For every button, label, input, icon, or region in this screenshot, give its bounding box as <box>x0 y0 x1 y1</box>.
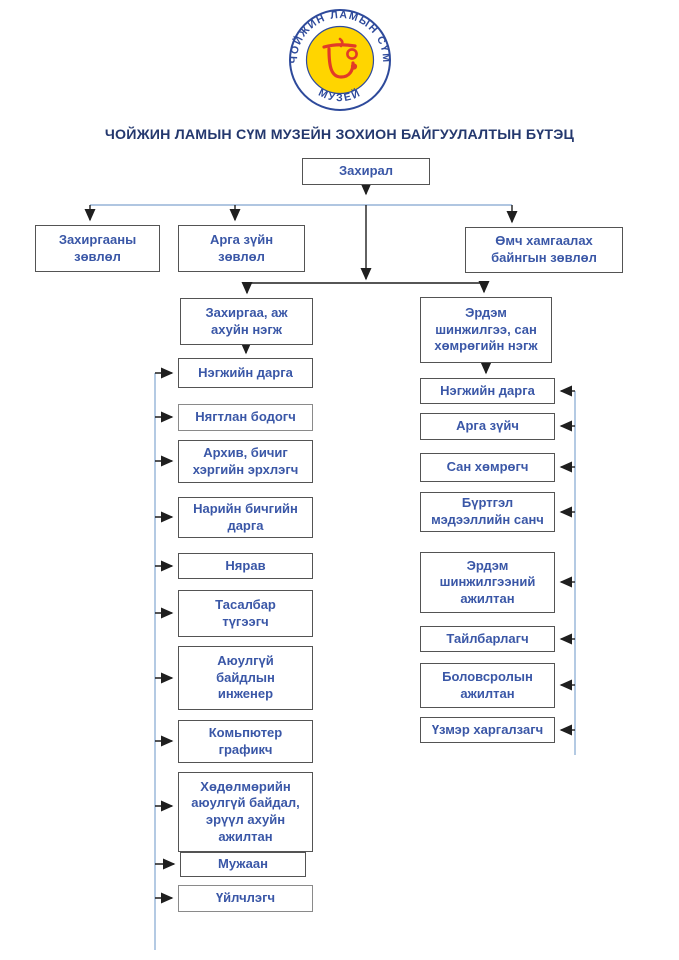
org-box-computer-graphics: Комьпютер графикч <box>178 720 313 763</box>
museum-logo: ЧОЙЖИН ЛАМЫН СҮМ МУЗЕЙ <box>288 9 391 111</box>
soyombo-symbol-icon <box>322 37 358 79</box>
org-box-council-methodology: Арга зүйн зөвлөл <box>178 225 305 272</box>
org-box-security-engineer: Аюулгүй байдлын инженер <box>178 646 313 710</box>
org-box-exhibit-attendant: Үзмэр харгалзагч <box>420 717 555 743</box>
page-title: ЧОЙЖИН ЛАМЫН СҮМ МУЗЕЙН ЗОХИОН БАЙГУУЛАЛ… <box>104 127 575 143</box>
org-box-guide-interpreter: Тайлбарлагч <box>420 626 555 652</box>
org-box-ticket-distributor: Тасалбар түгээгч <box>178 590 313 637</box>
org-box-council-property-protection: Өмч хамгаалах байнгын зөвлөл <box>465 227 623 273</box>
org-box-left-branch-header: Захиргаа, аж ахуйн нэгж <box>180 298 313 345</box>
org-box-council-administrative: Захиргааны зөвлөл <box>35 225 160 272</box>
org-box-cleaner: Үйлчлэгч <box>178 885 313 912</box>
org-box-registry-database-keeper: Бүртгэл мэдээллийн санч <box>420 492 555 532</box>
org-box-carpenter: Мужаан <box>180 852 306 877</box>
org-box-left-unit-head: Нэгжийн дарга <box>178 358 313 388</box>
org-box-labor-safety-officer: Хөдөлмөрийн аюулгүй байдал, эрүүл ахуйн … <box>178 772 313 852</box>
org-box-methodologist: Арга зүйч <box>420 413 555 440</box>
org-box-right-unit-head: Нэгжийн дарга <box>420 378 555 404</box>
org-box-archive-clerk: Архив, бичиг хэргийн эрхлэгч <box>178 440 313 483</box>
org-box-director: Захирал <box>302 158 430 185</box>
org-box-storekeeper: Нярав <box>178 553 313 579</box>
org-box-accountant: Нягтлан бодогч <box>178 404 313 431</box>
org-box-secretary: Нарийн бичгийн дарга <box>178 497 313 538</box>
logo-inner-circle <box>305 25 375 95</box>
org-box-education-officer: Боловсролын ажилтан <box>420 663 555 708</box>
org-box-collection-keeper: Сан хөмрөгч <box>420 453 555 482</box>
org-box-right-branch-header: Эрдэм шинжилгээ, сан хөмрөгийн нэгж <box>420 297 552 363</box>
org-box-research-officer: Эрдэм шинжилгээний ажилтан <box>420 552 555 613</box>
